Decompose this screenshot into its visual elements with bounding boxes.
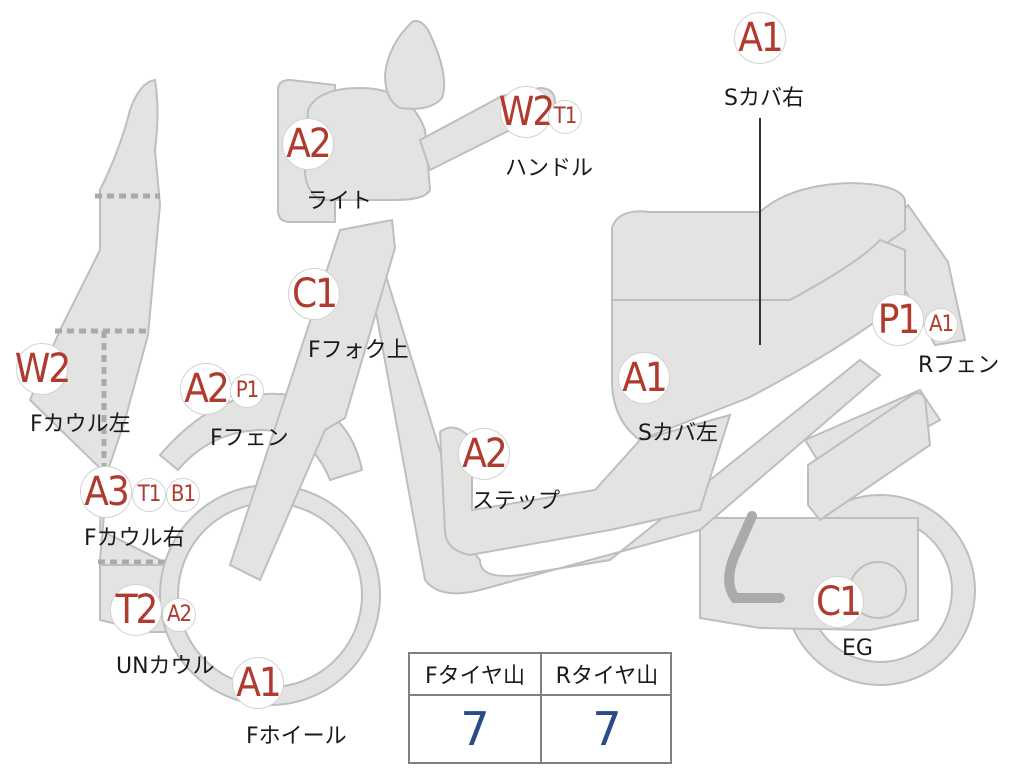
- part-label-s-cover-left: Sカバ左: [638, 421, 718, 446]
- part-label-f-fork-upper: Fフォク上: [308, 338, 409, 363]
- grade-badge-small: A1: [924, 308, 958, 342]
- grade-badge: W2: [15, 343, 71, 395]
- part-label-un-cowl: UNカウル: [116, 654, 215, 679]
- part-label-r-fender: Rフェン: [918, 353, 1000, 378]
- grade-badge: A1: [734, 12, 786, 64]
- part-label-f-cowl-left: Fカウル左: [30, 412, 131, 437]
- f-fork-part: [228, 218, 397, 582]
- mirror-part: [383, 20, 446, 110]
- part-label-eg: EG: [842, 636, 873, 661]
- part-label-f-cowl-right: Fカウル右: [84, 526, 185, 551]
- grade-badge: A1: [232, 657, 284, 709]
- part-label-f-wheel: Fホイール: [246, 724, 347, 749]
- rear-tire-value: 7: [592, 702, 622, 756]
- table-header-rear-tire: Rタイヤ山: [555, 664, 659, 689]
- step-part: [438, 413, 732, 557]
- frame-part: [370, 249, 882, 595]
- front-tire-value: 7: [460, 702, 490, 756]
- part-label-handle: ハンドル: [505, 156, 594, 181]
- grade-badge: T2: [110, 584, 162, 636]
- grade-badge-small: T1: [132, 478, 166, 512]
- grade-badge: W2: [499, 86, 555, 138]
- table-divider: [540, 654, 542, 762]
- grade-badge: C1: [288, 268, 340, 320]
- tire-tread-table: Fタイヤ山 Rタイヤ山 7 7: [408, 652, 672, 764]
- engine-part: [699, 511, 919, 632]
- table-header-front-tire: Fタイヤ山: [425, 664, 525, 689]
- part-label-light: ライト: [306, 189, 373, 214]
- grade-badge: P1: [872, 294, 924, 346]
- grade-badge: A1: [618, 352, 670, 404]
- part-label-f-fender: Fフェン: [210, 426, 289, 451]
- grade-badge-small: T1: [548, 100, 582, 134]
- grade-badge: A3: [80, 466, 132, 518]
- grade-badge: A2: [282, 118, 334, 170]
- grade-badge-small: A2: [162, 598, 196, 632]
- grade-badge: A2: [180, 363, 232, 415]
- rear-box-part: [807, 392, 932, 522]
- grade-badge-small: B1: [166, 478, 200, 512]
- grade-badge: A2: [458, 428, 510, 480]
- part-label-s-cover-right: Sカバ右: [724, 86, 804, 111]
- grade-badge: C1: [812, 576, 864, 628]
- grade-badge-small: P1: [230, 374, 264, 408]
- s-cover-part: [611, 238, 906, 442]
- part-label-step: ステップ: [472, 489, 561, 514]
